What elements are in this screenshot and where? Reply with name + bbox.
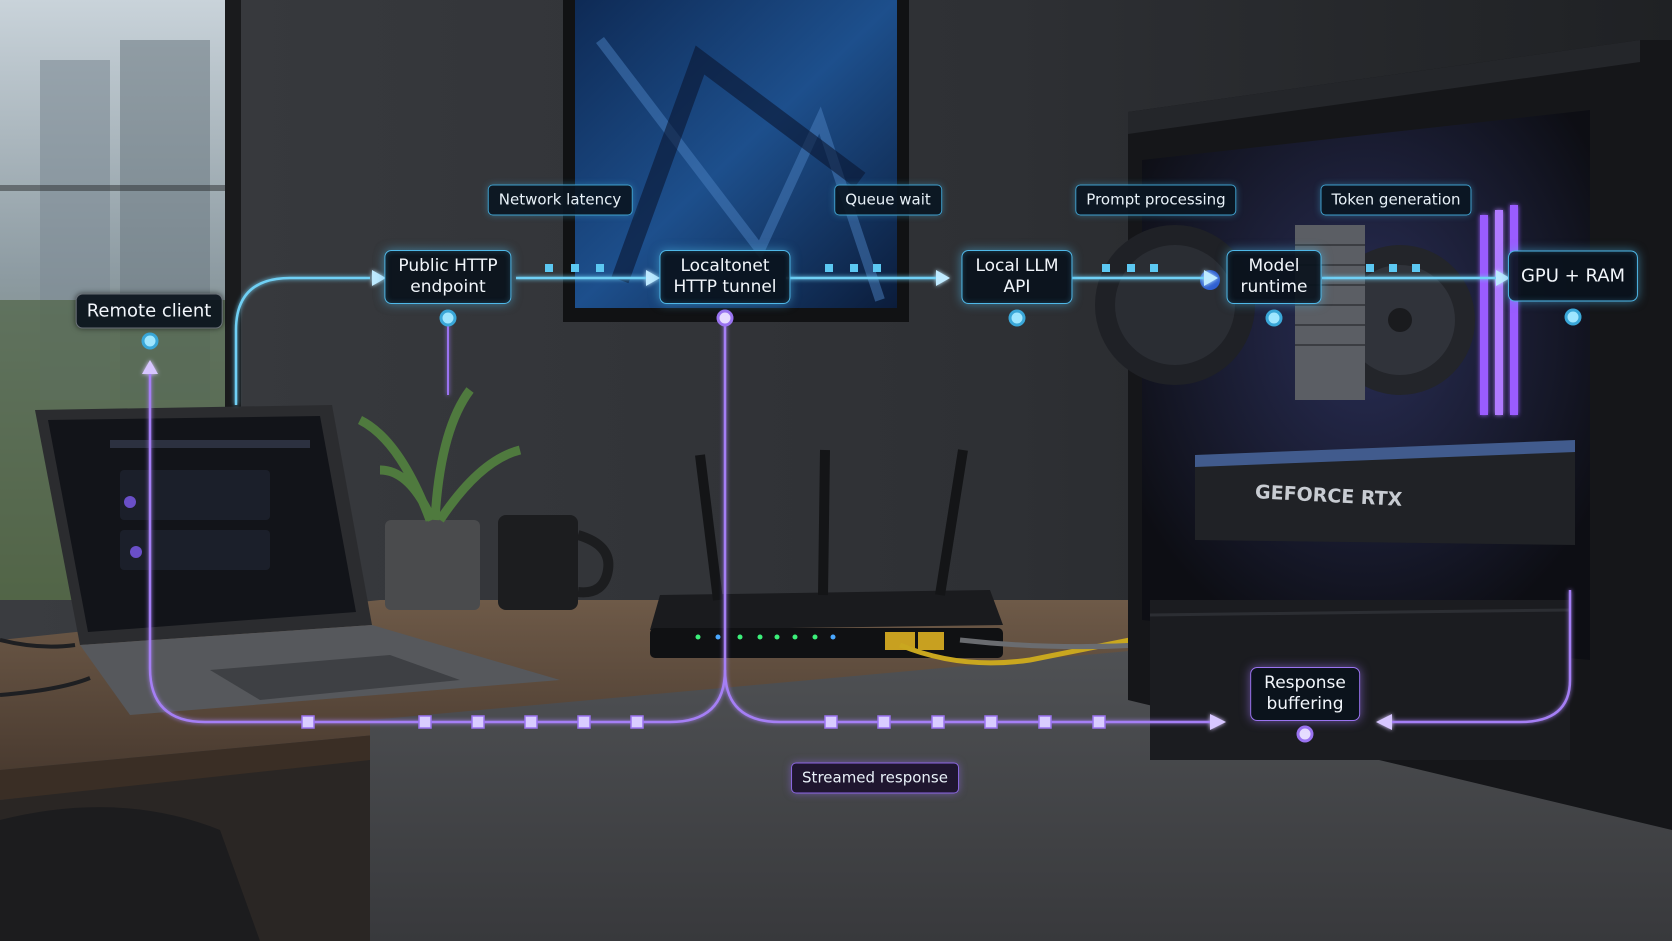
arrowhead-tunnel: [646, 270, 660, 286]
tag-token-generation: Token generation: [1320, 184, 1472, 216]
packet: [824, 715, 838, 729]
packet: [571, 264, 579, 272]
packet: [1127, 264, 1135, 272]
tag-prompt-processing-label: Prompt processing: [1086, 190, 1226, 209]
tag-network-latency-label: Network latency: [498, 190, 622, 209]
node-response-buffering: Response buffering: [1250, 667, 1360, 721]
connector-streamed-response: [723, 669, 1210, 724]
anchor-tunnel: [716, 309, 734, 327]
packet: [524, 715, 538, 729]
node-gpu-ram: GPU + RAM: [1507, 250, 1639, 302]
packet: [1150, 264, 1158, 272]
packet: [1038, 715, 1052, 729]
node-local-llm-api-line1: Local LLM: [975, 256, 1059, 276]
node-public-http-endpoint-line2: endpoint: [410, 277, 486, 297]
packet: [301, 715, 315, 729]
anchor-remote-client: [141, 332, 159, 350]
packet: [418, 715, 432, 729]
packet: [1366, 264, 1374, 272]
packet: [545, 264, 553, 272]
tag-network-latency: Network latency: [487, 184, 633, 216]
node-response-buffering-line2: buffering: [1266, 694, 1344, 714]
node-local-llm-api: Local LLM API: [961, 250, 1073, 304]
packet: [1092, 715, 1106, 729]
arrowhead-client: [142, 360, 158, 374]
packet: [931, 715, 945, 729]
arrowhead-buffering-left: [1210, 714, 1226, 730]
node-gpu-ram-label: GPU + RAM: [1520, 265, 1626, 287]
packet: [596, 264, 604, 272]
request-packets: [545, 264, 1420, 272]
connector-client-to-endpoint: [234, 276, 370, 405]
anchor-response-buffering: [1296, 725, 1314, 743]
node-remote-client-label: Remote client: [86, 300, 212, 322]
anchor-public-endpoint: [439, 309, 457, 327]
arrowhead-gpu: [1496, 270, 1510, 286]
tag-queue-wait: Queue wait: [834, 184, 942, 216]
arrowhead-endpoint: [372, 270, 386, 286]
response-packets: [301, 715, 1106, 729]
packet: [471, 715, 485, 729]
tag-token-generation-label: Token generation: [1331, 190, 1461, 209]
packet: [825, 264, 833, 272]
node-remote-client: Remote client: [75, 293, 223, 329]
anchor-llm-api: [1008, 309, 1026, 327]
packet: [1102, 264, 1110, 272]
arrowhead-api: [936, 270, 950, 286]
connector-tunnel-to-client: [148, 318, 727, 724]
tag-queue-wait-label: Queue wait: [845, 190, 931, 209]
anchor-model-runtime: [1265, 309, 1283, 327]
node-model-runtime-line2: runtime: [1240, 277, 1308, 297]
packet: [984, 715, 998, 729]
packet: [1389, 264, 1397, 272]
connector-gpu-to-buffering: [1390, 590, 1572, 724]
packet: [577, 715, 591, 729]
node-local-llm-api-line2: API: [1003, 277, 1031, 297]
packet: [1412, 264, 1420, 272]
anchor-gpu-ram: [1564, 308, 1582, 326]
node-model-runtime: Model runtime: [1226, 250, 1322, 304]
node-localtonet-tunnel-line2: HTTP tunnel: [673, 277, 777, 297]
node-public-http-endpoint: Public HTTP endpoint: [384, 250, 512, 304]
packet: [630, 715, 644, 729]
tag-streamed-response: Streamed response: [791, 762, 959, 794]
node-response-buffering-line1: Response: [1264, 673, 1346, 693]
packet: [873, 264, 881, 272]
tag-streamed-response-label: Streamed response: [802, 768, 948, 787]
tag-prompt-processing: Prompt processing: [1075, 184, 1237, 216]
node-localtonet-tunnel: Localtonet HTTP tunnel: [659, 250, 791, 304]
arrowhead-buffering-right: [1376, 714, 1392, 730]
packet: [850, 264, 858, 272]
node-anchors: [141, 308, 1582, 743]
node-model-runtime-line1: Model: [1248, 256, 1300, 276]
packet: [877, 715, 891, 729]
node-public-http-endpoint-line1: Public HTTP: [398, 256, 498, 276]
node-localtonet-tunnel-line1: Localtonet: [680, 256, 770, 276]
arrowhead-runtime: [1204, 270, 1218, 286]
